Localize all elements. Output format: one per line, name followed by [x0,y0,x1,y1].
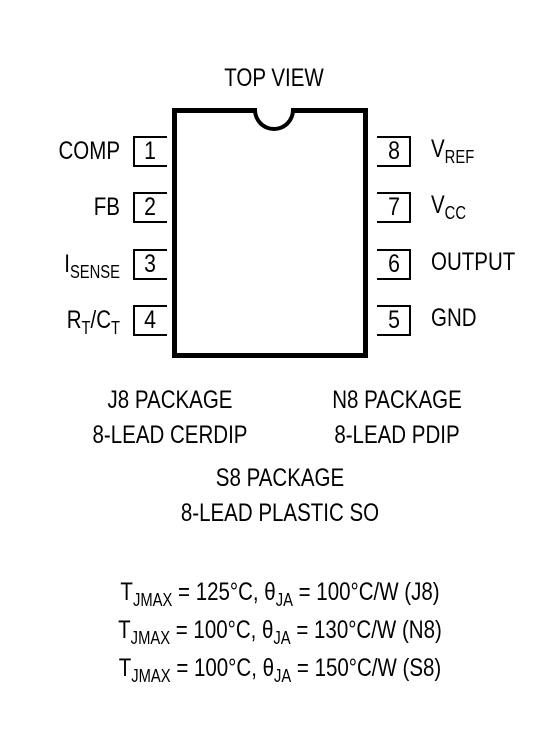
pin-label-isense: ISENSE [64,250,120,282]
j8-package-type: 8-LEAD CERDIP [92,421,248,449]
pin-box-5 [377,305,411,336]
pin-number-3: 3 [144,250,156,278]
pin-box-3 [133,249,167,280]
pin-label-vref: VREF [431,135,475,167]
pin-box-2 [133,192,167,223]
pin-box-7 [377,192,411,223]
pin-label-rt-ct: RT/CT [66,306,120,338]
pin-label-gnd: GND [431,304,477,332]
pin-number-4: 4 [144,306,156,334]
chip-body [172,108,368,358]
thermal-line-j8: TJMAX = 125°C, θJA = 100°C/W (J8) [120,578,440,610]
pin-label-vcc: VCC [431,191,467,223]
pin-label-output: OUTPUT [431,248,516,276]
pin-label-comp: COMP [58,137,121,165]
pin-label-fb: FB [93,193,120,221]
pin-box-4 [133,305,167,336]
thermal-line-n8: TJMAX = 100°C, θJA = 130°C/W (N8) [118,616,442,648]
pin-number-2: 2 [144,193,156,221]
pin-number-5: 5 [388,306,400,334]
diagram-title: TOP VIEW [224,64,324,92]
s8-package-type: 8-LEAD PLASTIC SO [180,499,380,527]
pin-box-1 [133,136,167,167]
pin-box-8 [377,136,411,167]
pin-number-1: 1 [144,137,156,165]
j8-package-name: J8 PACKAGE [107,386,233,414]
pin-number-6: 6 [388,250,400,278]
pin-number-7: 7 [388,193,400,221]
thermal-line-s8: TJMAX = 100°C, θJA = 150°C/W (S8) [118,654,442,686]
pin-box-6 [377,249,411,280]
n8-package-name: N8 PACKAGE [332,386,462,414]
s8-package-name: S8 PACKAGE [215,464,345,492]
pin-number-8: 8 [388,137,400,165]
n8-package-type: 8-LEAD PDIP [334,421,460,449]
